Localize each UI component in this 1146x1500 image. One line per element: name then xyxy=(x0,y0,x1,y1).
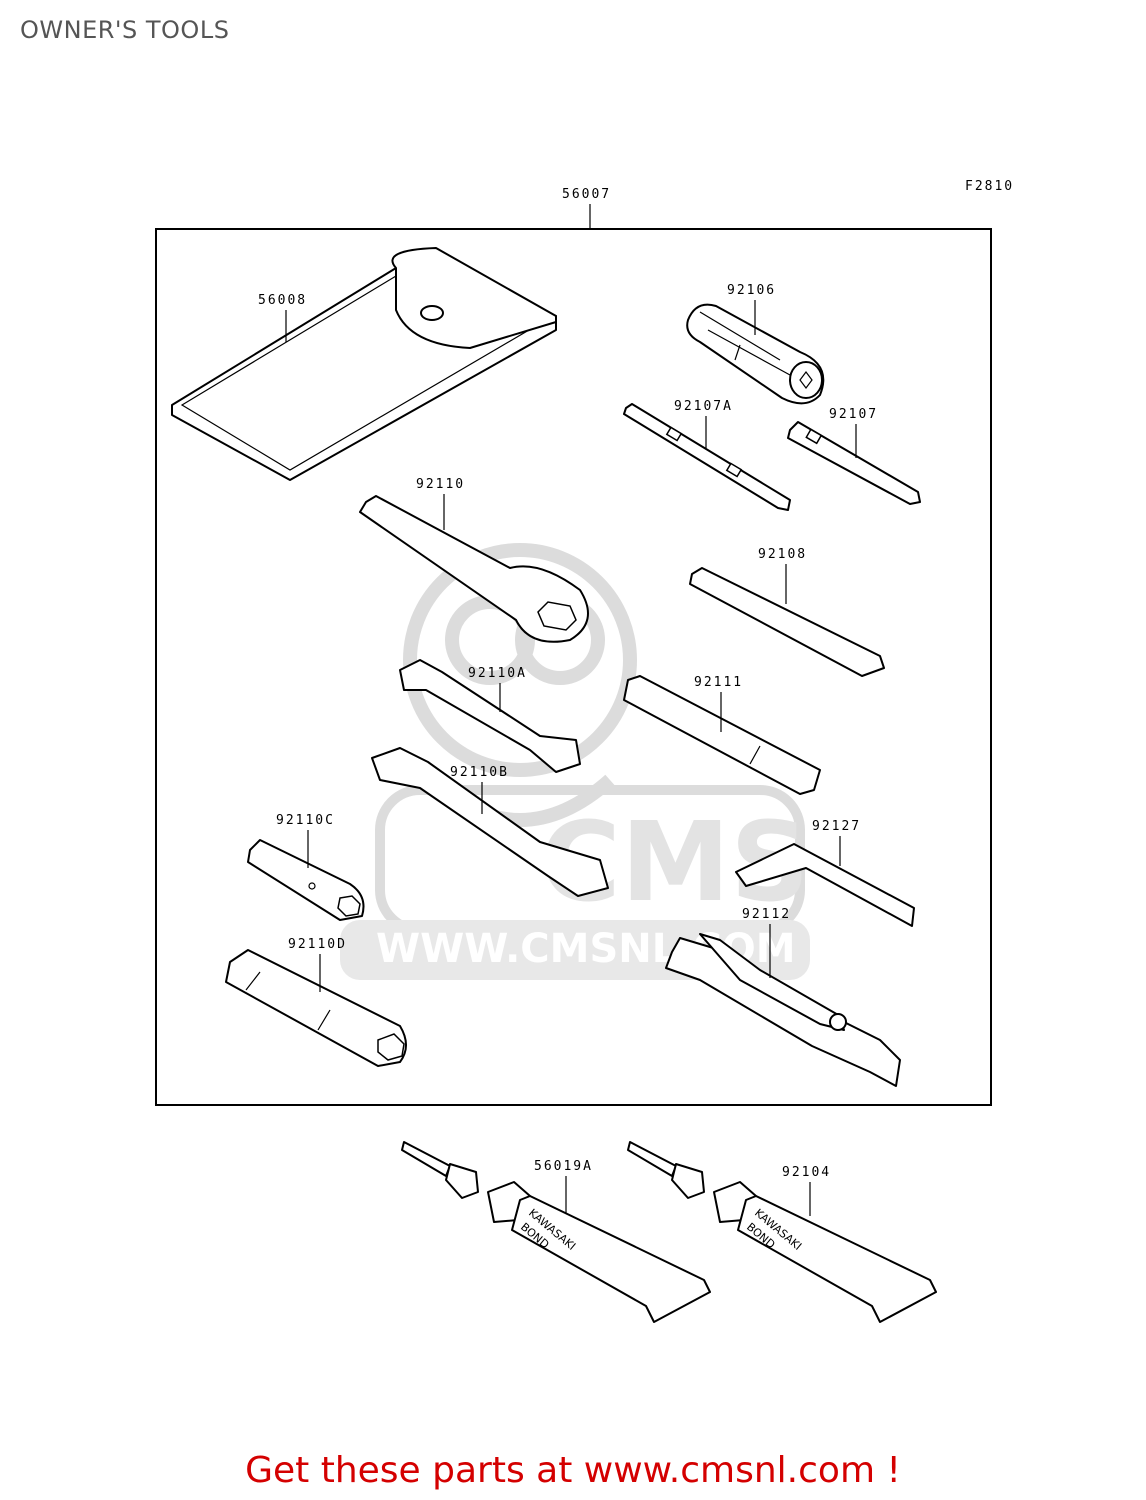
tool-case xyxy=(171,247,557,481)
box-wrench xyxy=(359,495,589,643)
label-hook-tool: 92108 xyxy=(758,547,807,562)
screwdriver-bit xyxy=(787,421,921,505)
promo-link[interactable]: Get these parts at www.cmsnl.com ! xyxy=(245,1450,901,1491)
plug-wrench-c xyxy=(247,839,365,921)
label-hex-key: 92127 xyxy=(812,819,861,834)
label-bond-tube-1: 56019A xyxy=(534,1159,593,1174)
label-screwdriver-bit-a: 92107A xyxy=(674,399,733,414)
label-plug-wrench-d: 92110D xyxy=(288,937,347,952)
label-open-wrench-a: 92110A xyxy=(468,666,527,681)
pliers xyxy=(665,933,901,1087)
bond-tube-2: KAWASAKI BOND xyxy=(627,1141,937,1323)
label-plug-wrench-c: 92110C xyxy=(276,813,335,828)
hook-tool xyxy=(689,567,885,677)
open-wrench-a xyxy=(399,659,581,773)
open-wrench-b xyxy=(371,747,609,897)
handle xyxy=(623,675,821,795)
screwdriver-grip xyxy=(686,303,825,405)
label-screwdriver-grip: 92106 xyxy=(727,283,776,298)
plug-wrench-d xyxy=(225,949,407,1067)
label-bond-tube-2: 92104 xyxy=(782,1165,831,1180)
figure-code: F2810 xyxy=(965,179,1014,194)
label-box-wrench: 92110 xyxy=(416,477,465,492)
kit-frame xyxy=(155,228,992,1106)
label-pliers: 92112 xyxy=(742,907,791,922)
label-screwdriver-bit: 92107 xyxy=(829,407,878,422)
label-handle: 92111 xyxy=(694,675,743,690)
label-kit: 56007 xyxy=(562,187,611,202)
label-case: 56008 xyxy=(258,293,307,308)
page-title: OWNER'S TOOLS xyxy=(20,16,230,44)
screwdriver-bit-a xyxy=(623,403,791,511)
hex-key xyxy=(735,843,915,927)
label-open-wrench-b: 92110B xyxy=(450,765,509,780)
